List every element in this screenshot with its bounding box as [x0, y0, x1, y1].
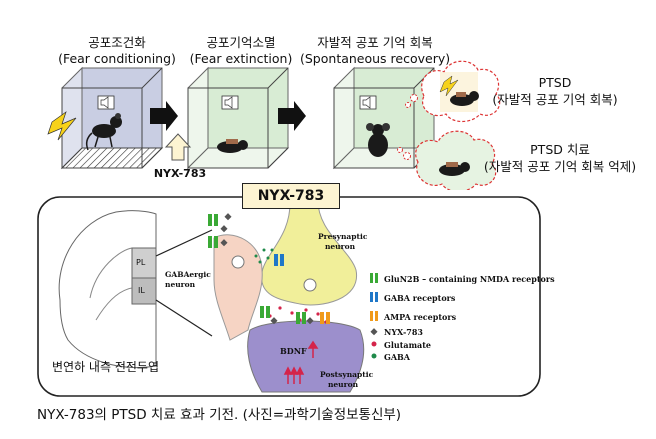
ptsd-outcome: PTSD (자발적 공포 기억 회복) — [480, 74, 630, 108]
legend-ampa: AMPA receptors — [384, 312, 457, 322]
drug-arrow-icon — [164, 133, 192, 161]
fear-stages-illustration — [47, 60, 501, 190]
presynaptic-label: Presynaptic neuron — [318, 232, 368, 251]
pl-label: PL — [136, 258, 146, 267]
gabaergic-neuron-label: GABAergic neuron — [165, 270, 211, 289]
presynaptic-neuron-shape — [261, 197, 357, 306]
speaker-icon — [97, 95, 115, 110]
gaba-particles — [254, 248, 274, 264]
legend-glun2b: GluN2B – containing NMDA receptors — [384, 274, 555, 284]
mouse-icon — [450, 91, 479, 106]
gaba-receptor-icon — [274, 254, 284, 266]
panel-title: NYX-783 — [257, 188, 325, 204]
vesicle-icon — [231, 255, 245, 269]
stage-3-korean: 자발적 공포 기억 회복 — [317, 35, 433, 50]
treatment-subtitle: (자발적 공포 기억 회복 억제) — [483, 159, 637, 174]
extinction-chamber — [186, 66, 290, 170]
figure-caption: NYX-783의 PTSD 치료 효과 기전. (사진=과학기술정보통신부) — [37, 407, 402, 423]
bdnf-up-arrow-icon — [307, 340, 319, 358]
speaker-icon — [221, 95, 239, 110]
il-region — [131, 277, 157, 305]
mouse-icon — [366, 123, 390, 157]
stage-3-english: (Spontaneous recovery) — [300, 51, 451, 66]
shock-icon — [439, 75, 459, 97]
legend-gaba: GABA — [384, 352, 411, 362]
ampa-receptor-icon — [320, 312, 330, 324]
legend-glutamate: Glutamate — [384, 340, 431, 350]
stage-2-english: (Fear extinction) — [189, 51, 293, 66]
stage-1-english: (Fear conditioning) — [58, 51, 176, 66]
brain-caption: 변연하 내측 전전두엽 — [52, 360, 159, 374]
stage-2-label: 공포기억소멸 (Fear extinction) — [176, 35, 306, 67]
shock-icon — [47, 111, 77, 141]
ptsd-subtitle: (자발적 공포 기억 회복) — [492, 92, 618, 107]
stage-1-korean: 공포조건화 — [88, 35, 146, 50]
postsynaptic-label: Postsynaptic neuron — [320, 370, 374, 389]
stage-3-label: 자발적 공포 기억 회복 (Spontaneous recovery) — [300, 35, 450, 67]
brain-slice — [58, 210, 213, 369]
stage-2-korean: 공포기억소멸 — [206, 35, 276, 50]
il-label: IL — [138, 286, 145, 295]
stage-1-label: 공포조건화 (Fear conditioning) — [52, 35, 182, 67]
pl-region — [131, 247, 157, 279]
mouse-icon — [85, 113, 122, 151]
legend-swatches — [370, 273, 378, 359]
drug-label: NYX-783 — [153, 167, 207, 180]
treatment-title: PTSD 치료 — [530, 142, 590, 157]
panel-title-box: NYX-783 — [242, 183, 340, 209]
mouse-icon — [217, 139, 248, 153]
ptsd-thought-bubble — [405, 60, 501, 123]
conditioning-chamber — [47, 66, 164, 170]
glun2b-receptor-icon — [208, 214, 306, 324]
treatment-outcome: PTSD 치료 (자발적 공포 기억 회복 억제) — [472, 141, 648, 175]
legend-gaba-receptors: GABA receptors — [384, 293, 456, 303]
gabaergic-neuron-shape — [213, 234, 263, 341]
mouse-icon — [439, 162, 470, 176]
ptsd-title: PTSD — [538, 75, 572, 90]
arrow-right-icon — [278, 101, 306, 131]
speaker-icon — [359, 95, 377, 110]
treatment-thought-bubble — [397, 130, 497, 190]
vesicle-icon — [303, 278, 317, 292]
bdnf-label: BDNF — [280, 346, 307, 356]
nyx-783-molecules — [220, 213, 314, 325]
legend-nyx-783: NYX-783 — [384, 327, 423, 337]
increase-arrows-icon — [283, 366, 305, 384]
arrow-right-icon — [150, 101, 178, 131]
